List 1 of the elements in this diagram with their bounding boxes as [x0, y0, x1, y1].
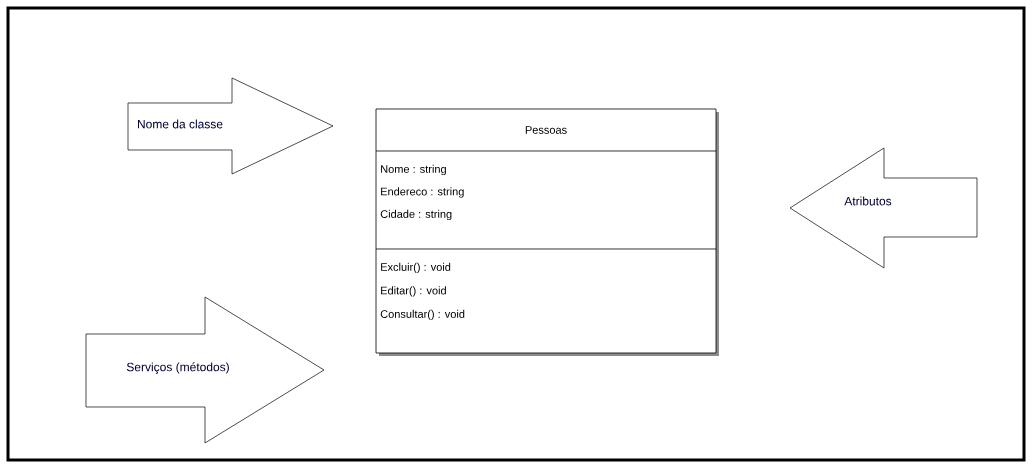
- class-box: Pessoas Nome : string Endereco : string Cidade : string Excluir() : void Editar() : void Consultar() : void: [375, 108, 719, 356]
